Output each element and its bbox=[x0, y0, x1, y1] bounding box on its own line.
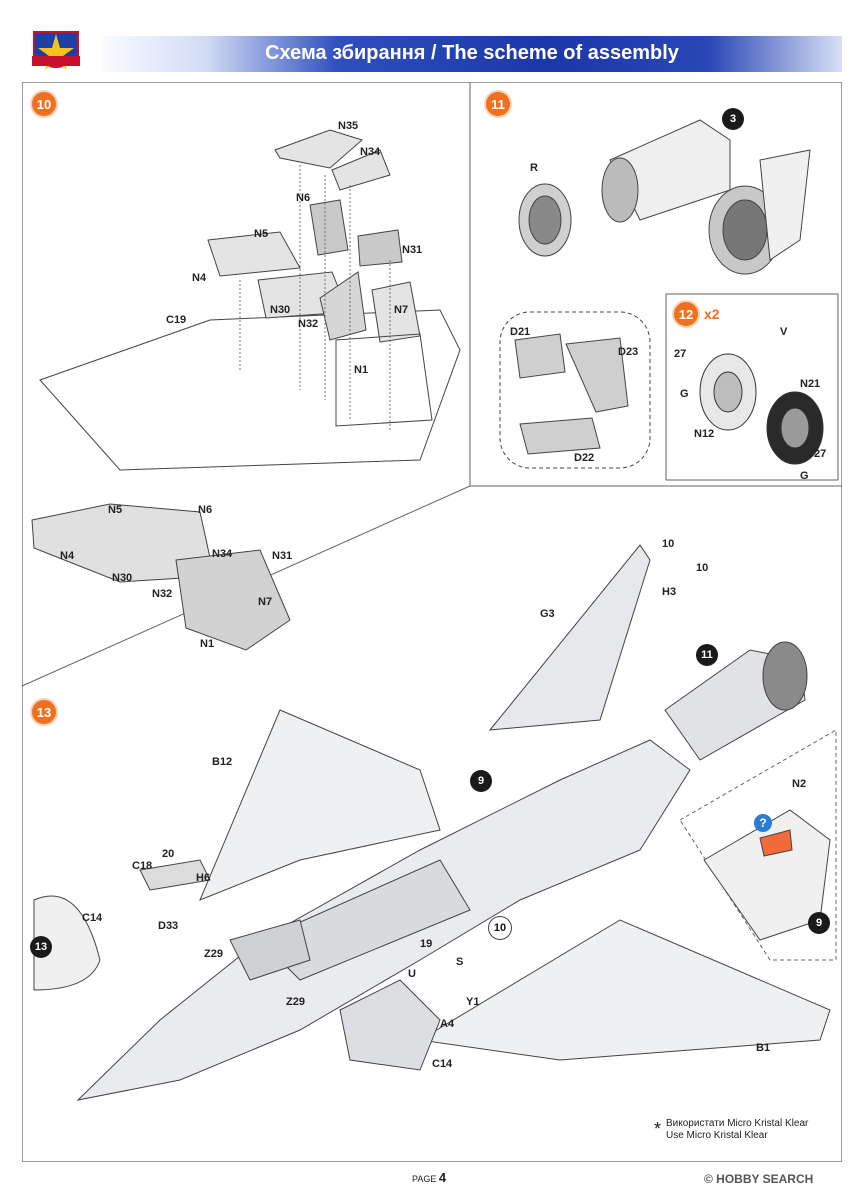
part-label: N32 bbox=[298, 318, 319, 330]
part-label: N6 bbox=[296, 192, 311, 204]
part-label: C14 bbox=[82, 912, 103, 924]
ref-badge: 11 bbox=[696, 644, 718, 666]
part-label: 27 bbox=[674, 348, 687, 360]
part-label: N32 bbox=[152, 588, 173, 600]
wheel-drawing bbox=[699, 353, 824, 465]
page-title: Схема збирання / The scheme of assembly bbox=[265, 42, 679, 64]
part-label: D21 bbox=[510, 326, 531, 338]
page-number: 4 bbox=[438, 1170, 447, 1185]
part-label: Z29 bbox=[204, 948, 223, 960]
part-label: C18 bbox=[132, 860, 153, 872]
part-label: N31 bbox=[402, 244, 423, 256]
part-label: C19 bbox=[166, 314, 187, 326]
step-badge-11: 11 bbox=[484, 90, 512, 118]
watermark: © HOBBY SEARCH bbox=[704, 1172, 814, 1186]
step-badge-13: 13 bbox=[30, 698, 58, 726]
step-badge-10: 10 bbox=[30, 90, 58, 118]
part-label: N34 bbox=[360, 146, 381, 158]
part-label: U bbox=[408, 968, 416, 980]
page-label: PAGE bbox=[412, 1174, 437, 1184]
part-label: C14 bbox=[432, 1058, 453, 1070]
ref-badge: 10 bbox=[488, 916, 512, 940]
part-label: N30 bbox=[112, 572, 133, 584]
part-label: Z29 bbox=[286, 996, 305, 1008]
part-label: G bbox=[680, 388, 689, 400]
part-label: G bbox=[800, 470, 809, 482]
part-label: 19 bbox=[420, 938, 433, 950]
part-label: N35 bbox=[338, 120, 359, 132]
part-label: B1 bbox=[756, 1042, 771, 1054]
part-label: H6 bbox=[196, 872, 211, 884]
part-label: D23 bbox=[618, 346, 639, 358]
part-label: N30 bbox=[270, 304, 291, 316]
part-label: Y1 bbox=[466, 996, 480, 1008]
part-label: V bbox=[780, 326, 788, 338]
header: Схема збирання / The scheme of assembly bbox=[22, 28, 842, 80]
title-banner: Схема збирання / The scheme of assembly bbox=[102, 36, 842, 72]
part-label: G3 bbox=[540, 608, 555, 620]
note-line-ua: Використати Micro Kristal Klear bbox=[666, 1118, 809, 1129]
step-multiplier: x2 bbox=[704, 306, 720, 322]
part-label: H3 bbox=[662, 586, 677, 598]
part-label: N34 bbox=[212, 548, 233, 560]
part-label: 10 bbox=[696, 562, 709, 574]
page-footer: PAGE 4 bbox=[412, 1170, 446, 1185]
part-label: D33 bbox=[158, 920, 179, 932]
ref-badge: 9 bbox=[808, 912, 830, 934]
part-label: N1 bbox=[354, 364, 369, 376]
part-label: N21 bbox=[800, 378, 821, 390]
modelsvit-logo bbox=[32, 31, 80, 70]
asterisk-icon: * bbox=[654, 1119, 662, 1139]
info-icon: ? bbox=[754, 814, 772, 832]
exhaust-drawing bbox=[499, 119, 811, 469]
part-label: N4 bbox=[192, 272, 207, 284]
part-label: N1 bbox=[200, 638, 215, 650]
part-label: S bbox=[456, 956, 464, 968]
aircraft-drawing bbox=[33, 544, 831, 1101]
part-label: N12 bbox=[694, 428, 715, 440]
part-label: N6 bbox=[198, 504, 213, 516]
part-label: N5 bbox=[108, 504, 123, 516]
part-label: 10 bbox=[662, 538, 675, 550]
part-label: N7 bbox=[258, 596, 273, 608]
instruction-frame bbox=[22, 82, 842, 1162]
step-badge-12: 12 bbox=[672, 300, 700, 328]
part-label: R bbox=[530, 162, 538, 174]
note-line-en: Use Micro Kristal Klear bbox=[666, 1130, 768, 1141]
part-label: 20 bbox=[162, 848, 175, 860]
part-label: N4 bbox=[60, 550, 75, 562]
part-label: N31 bbox=[272, 550, 293, 562]
part-label: B12 bbox=[212, 756, 233, 768]
part-label: 27 bbox=[814, 448, 827, 460]
part-label: N7 bbox=[394, 304, 409, 316]
canopy-detail-drawing bbox=[703, 809, 831, 941]
cockpit-detail-drawing bbox=[31, 503, 291, 651]
part-label: A4 bbox=[440, 1018, 455, 1030]
glue-note: * Використати Micro Kristal Klear Use Mi… bbox=[654, 1118, 809, 1142]
cockpit-parts-drawing bbox=[39, 129, 461, 471]
part-label: N2 bbox=[792, 778, 807, 790]
ref-badge: 3 bbox=[722, 108, 744, 130]
ref-badge: 9 bbox=[470, 770, 492, 792]
part-label: D22 bbox=[574, 452, 595, 464]
part-label: N5 bbox=[254, 228, 269, 240]
ref-badge: 13 bbox=[30, 936, 52, 958]
